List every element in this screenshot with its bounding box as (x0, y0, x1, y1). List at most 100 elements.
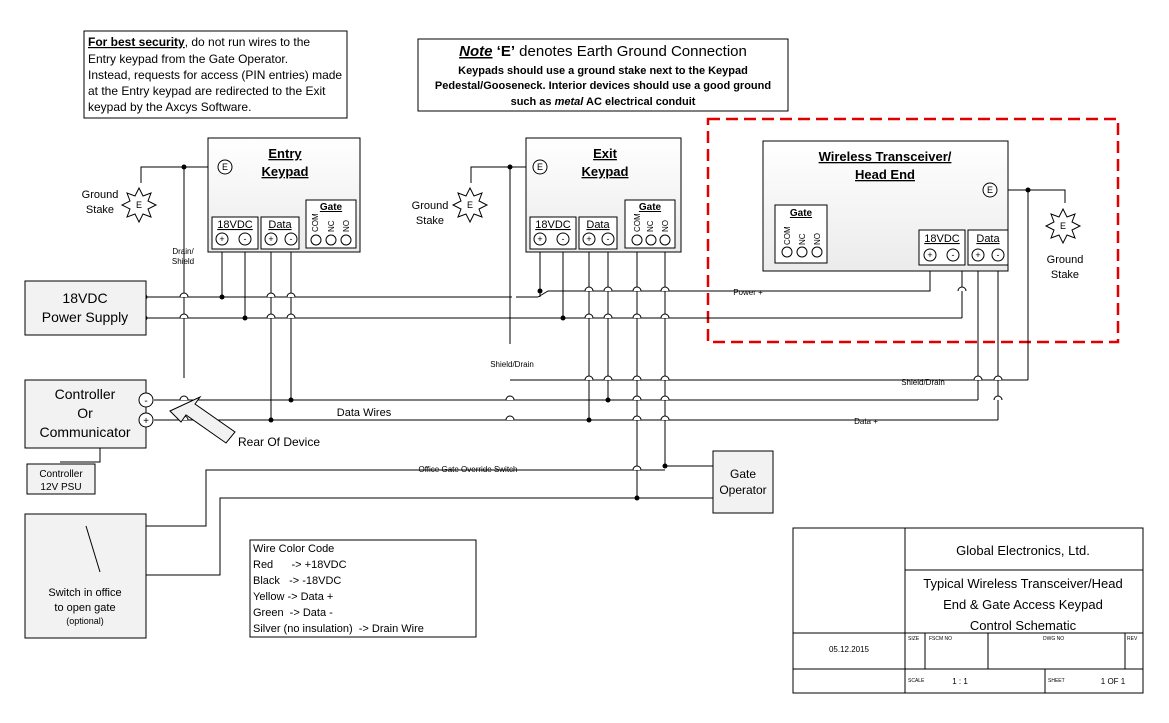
no-label: NO (342, 220, 351, 232)
earth-terminal-icon: E (222, 162, 228, 172)
minus-terminal-icon: - (952, 250, 955, 260)
dwg-label: DWG NO (1043, 636, 1064, 642)
ground-note: Note ‘E’ denotes Earth Ground Connection… (417, 38, 789, 112)
rev-label: REV (1127, 636, 1138, 642)
color-code-row: Black -> -18VDC (253, 575, 341, 587)
drain-label-1: Drain/ (172, 247, 194, 256)
plus-terminal-icon: + (537, 234, 542, 244)
vdc-label: 18VDC (217, 219, 253, 231)
entry-keypad-title-1: Entry (268, 146, 302, 161)
minus-terminal-icon: - (144, 396, 147, 407)
sheet-value: 1 OF 1 (1101, 677, 1126, 686)
minus-terminal-icon: - (290, 234, 293, 244)
security-note-line5: keypad by the Axcys Software. (88, 100, 251, 114)
controller-label-2: Or (77, 405, 93, 421)
security-note-line1: , do not run wires to the (185, 35, 311, 49)
gate-operator-label-2: Operator (719, 483, 766, 497)
svg-text:such as metal AC electrical co: such as metal AC electrical conduit (511, 96, 696, 108)
shield-drain-label-left: Shield/Drain (490, 360, 534, 369)
nc-label: NC (646, 220, 655, 232)
color-code-row: Red -> +18VDC (253, 559, 347, 571)
power-supply: 18VDC Power Supply (24, 280, 147, 336)
svg-text:For best security, do not run: For best security, do not run wires to t… (88, 35, 310, 49)
wire-hops (179, 286, 1003, 471)
color-code-row: Silver (no insulation) -> Drain Wire (253, 623, 424, 635)
controller-label-1: Controller (55, 386, 116, 402)
gate-operator-label-1: Gate (730, 467, 756, 481)
controller-psu: Controller 12V PSU (26, 463, 96, 495)
ground-note-line3: Pedestal/Gooseneck. Interior devices sho… (435, 80, 771, 92)
override-label: Office Gate Override Switch (419, 465, 518, 474)
drain-label-2: Shield (172, 257, 194, 266)
exit-keypad-title-1: Exit (593, 146, 618, 161)
exit-keypad-title-2: Keypad (582, 164, 629, 179)
no-label: NO (661, 220, 670, 232)
ground-note-title: denotes Earth Ground Connection (515, 43, 747, 60)
security-note-line2: Entry keypad from the Gate Operator. (88, 52, 288, 66)
ground-stake-label-1: Ground (82, 189, 119, 201)
data-label: Data (268, 219, 292, 231)
controller-psu-label-1: Controller (39, 469, 83, 480)
title-block (792, 527, 1144, 694)
drawing-title-3: Control Schematic (970, 618, 1077, 633)
minus-terminal-icon: - (562, 234, 565, 244)
ground-note-line2: Keypads should use a ground stake next t… (458, 65, 748, 77)
ground-stake-entry: E Ground Stake (82, 186, 158, 224)
ground-stake-label-2: Stake (86, 204, 114, 216)
security-note-line4: at the Entry keypad are redirected to th… (88, 84, 326, 98)
drawing-date: 05.12.2015 (829, 645, 870, 654)
transceiver-title-2: Head End (855, 167, 915, 182)
minus-terminal-icon: - (997, 250, 1000, 260)
entry-keypad-title-2: Keypad (262, 164, 309, 179)
entry-keypad: Entry Keypad E 18VDC + - Data + - Gate C… (207, 137, 361, 253)
data-wires-label: Data Wires (337, 407, 392, 419)
security-note-line3: Instead, requests for access (PIN entrie… (88, 68, 342, 82)
power-supply-label-2: Power Supply (42, 309, 128, 325)
color-code-title: Wire Color Code (253, 543, 334, 555)
ground-stake-label-1: Ground (1047, 254, 1084, 266)
company-name: Global Electronics, Ltd. (956, 543, 1090, 558)
drawing-title-1: Typical Wireless Transceiver/Head (923, 576, 1122, 591)
ground-stake-transceiver: E Ground Stake (1044, 207, 1084, 281)
ground-note-line4-metal: metal (555, 96, 585, 108)
ground-stake-label-2: Stake (416, 215, 444, 227)
com-label: COM (633, 213, 642, 232)
controller-psu-label-2: 12V PSU (40, 482, 81, 493)
ground-stake-label-2: Stake (1051, 269, 1079, 281)
gate-label: Gate (790, 208, 813, 219)
earth-terminal-icon: E (537, 162, 543, 172)
plus-terminal-icon: + (586, 234, 591, 244)
wire-color-code: Wire Color Code Red -> +18VDC Black -> -… (249, 539, 477, 638)
plus-terminal-icon: + (219, 234, 224, 244)
fscm-label: FSCM NO (929, 636, 952, 642)
rear-of-device-arrow-icon (169, 395, 236, 444)
data-plus-label: Data + (854, 417, 878, 426)
wireless-zone-border (706, 117, 1120, 344)
nc-label: NC (798, 233, 807, 245)
ground-note-line4b: AC electrical conduit (583, 96, 695, 108)
scale-value: 1 : 1 (952, 677, 968, 686)
security-note-bold: For best security (88, 35, 185, 49)
plus-terminal-icon: + (143, 416, 149, 427)
gate-label: Gate (320, 202, 343, 213)
rear-of-device-label: Rear Of Device (238, 435, 320, 449)
scale-label: SCALE (908, 678, 925, 684)
power-supply-label-1: 18VDC (62, 290, 107, 306)
ground-stake-exit: E Ground Stake (412, 186, 489, 227)
com-label: COM (311, 213, 320, 232)
nc-label: NC (327, 220, 336, 232)
plus-terminal-icon: + (927, 250, 932, 260)
sheet-label: SHEET (1048, 678, 1065, 684)
ground-note-line4a: such as (511, 96, 555, 108)
power-plus-label: Power + (733, 288, 763, 297)
drawing-title-2: End & Gate Access Keypad (943, 597, 1103, 612)
vdc-label: 18VDC (535, 219, 571, 231)
switch-label-1: Switch in office (48, 587, 121, 599)
data-label: Data (976, 233, 1000, 245)
ground-note-e-word: ‘E’ (497, 43, 515, 60)
data-label: Data (586, 219, 610, 231)
exit-keypad: Exit Keypad E 18VDC + - Data + - Gate CO… (525, 137, 682, 253)
office-switch: Switch in office to open gate (optional) (24, 513, 147, 639)
ground-stake-e-label: E (136, 200, 142, 210)
